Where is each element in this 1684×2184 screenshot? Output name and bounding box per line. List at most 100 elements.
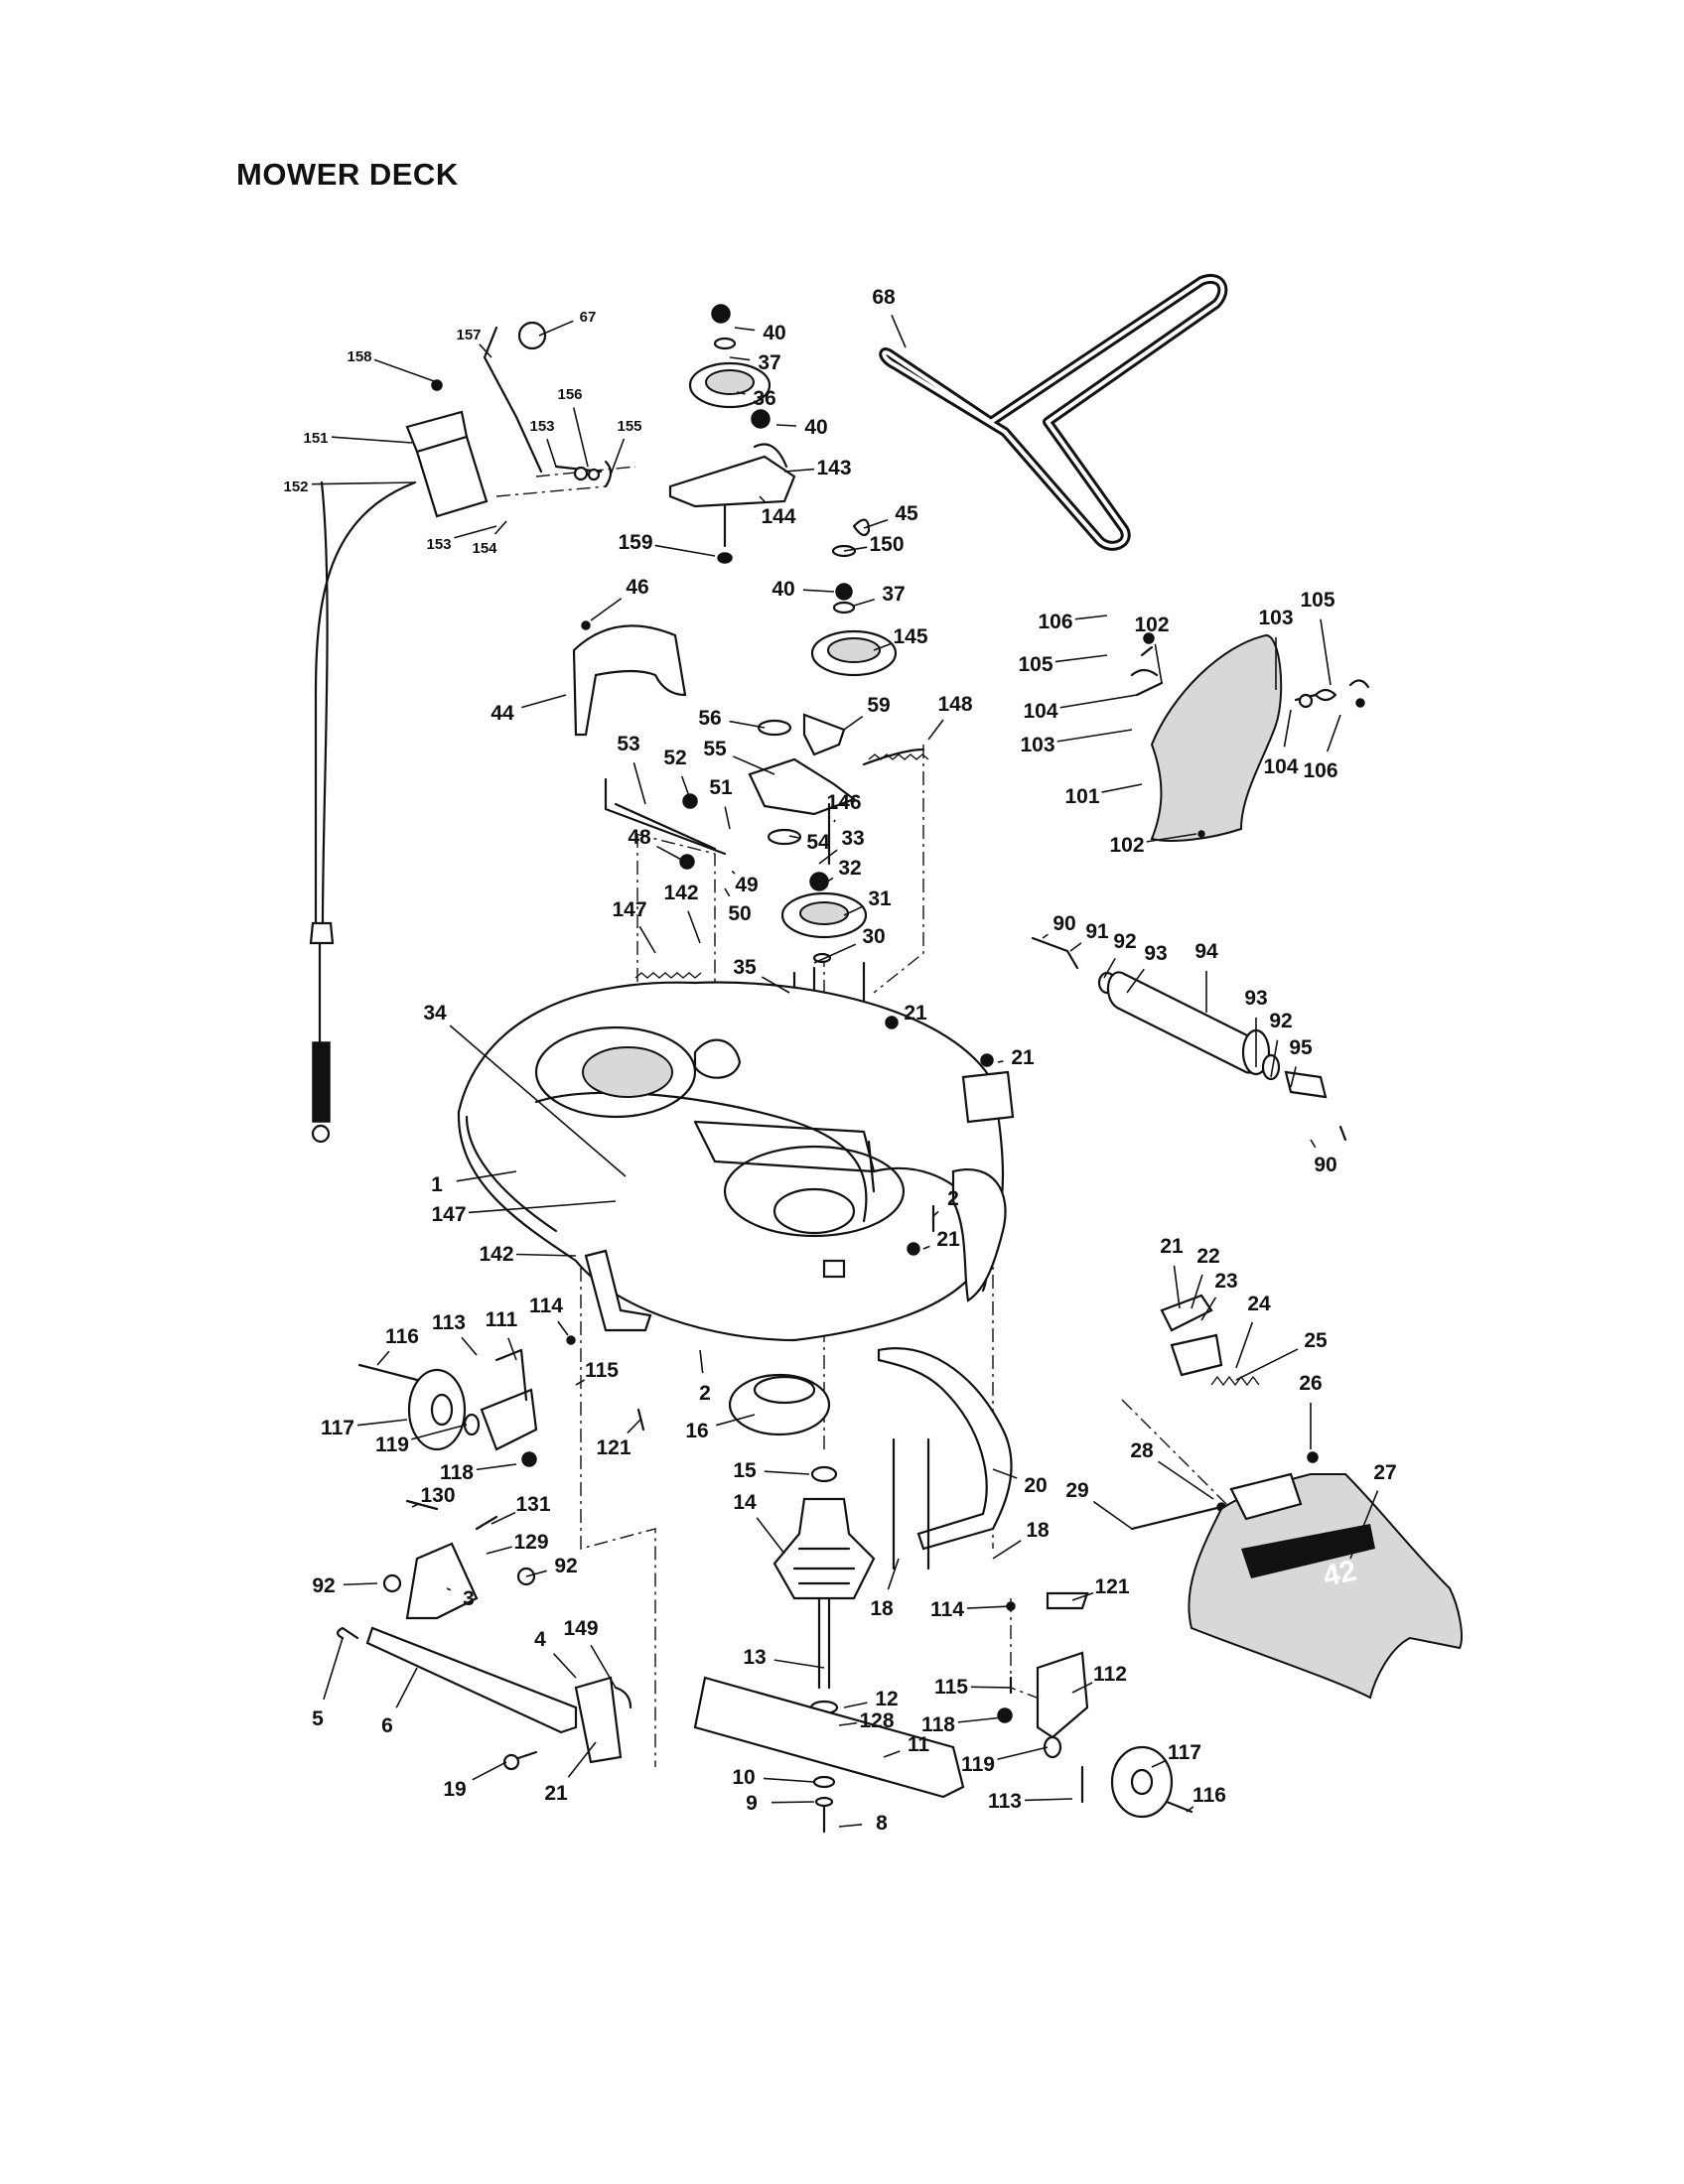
callout-label: 31: [868, 887, 892, 910]
callout-10: 10: [732, 1766, 815, 1789]
callout-113: 113: [432, 1311, 478, 1356]
callout-label: 9: [746, 1792, 758, 1815]
leader-line: [1101, 783, 1143, 793]
callout-37: 37: [853, 583, 906, 607]
callout-label: 93: [1244, 987, 1267, 1010]
callout-label: 30: [862, 925, 885, 948]
leader-line: [610, 438, 626, 476]
callout-label: 91: [1085, 920, 1109, 943]
leader-line: [997, 1746, 1049, 1761]
callout-label: 21: [904, 1002, 927, 1024]
callout-93: 93: [1244, 987, 1268, 1067]
leader-line: [1290, 1066, 1297, 1088]
leader-line: [656, 845, 686, 863]
callout-label: 1: [431, 1173, 443, 1196]
leader-line: [454, 525, 497, 539]
leader-line: [1092, 1500, 1133, 1530]
leader-line: [1074, 614, 1108, 620]
anti-scalp-roller: [1031, 936, 1347, 1142]
leader-line: [724, 887, 731, 897]
callout-92: 92: [1103, 930, 1137, 979]
leader-line: [813, 943, 857, 964]
callout-102: 102: [1134, 614, 1170, 684]
callout-4: 4: [534, 1628, 577, 1679]
leader-line: [1235, 1321, 1254, 1369]
leader-line: [733, 755, 775, 775]
callout-label: 92: [1269, 1010, 1292, 1032]
callout-24: 24: [1235, 1293, 1271, 1369]
callout-6: 6: [381, 1667, 418, 1737]
callout-106: 106: [1038, 611, 1108, 633]
leader-line: [1349, 1490, 1379, 1560]
callout-label: 18: [870, 1597, 894, 1620]
leader-line: [756, 1517, 785, 1555]
callout-label: 104: [1263, 755, 1298, 778]
callout-label: 67: [580, 309, 597, 326]
callout-105: 105: [1300, 589, 1335, 686]
leader-line: [1310, 1139, 1317, 1149]
callout-113: 113: [988, 1790, 1073, 1813]
callout-label: 152: [283, 478, 308, 495]
leader-line: [887, 1558, 900, 1590]
control-cable: [309, 480, 417, 1144]
callout-label: 130: [420, 1484, 455, 1507]
callout-label: 113: [432, 1311, 466, 1334]
callout-label: 95: [1289, 1036, 1313, 1059]
leader-line: [731, 870, 736, 875]
callout-label: 2: [699, 1382, 711, 1405]
callout-label: 35: [733, 956, 757, 979]
callout-21: 21: [893, 1002, 927, 1024]
callout-40: 40: [734, 322, 786, 344]
callout-label: 153: [426, 536, 451, 553]
callout-label: 111: [486, 1308, 518, 1331]
callout-23: 23: [1200, 1270, 1238, 1321]
leader-line: [590, 1644, 617, 1689]
callout-label: 128: [859, 1709, 894, 1732]
callout-label: 16: [685, 1420, 708, 1442]
leader-line: [680, 775, 691, 800]
callout-129: 129: [486, 1531, 549, 1555]
callout-label: 119: [375, 1433, 409, 1456]
leader-line: [411, 1424, 468, 1440]
leader-line: [632, 762, 646, 805]
callout-label: 116: [1193, 1784, 1226, 1807]
leader-line: [493, 520, 507, 535]
callout-146: 146: [826, 791, 862, 823]
leader-line: [843, 715, 864, 731]
callout-label: 22: [1196, 1245, 1219, 1268]
leader-line: [449, 1024, 627, 1177]
callout-label: 112: [1093, 1663, 1127, 1686]
leader-line: [699, 1349, 704, 1374]
callout-104: 104: [1263, 709, 1299, 778]
leader-line: [1200, 1297, 1217, 1321]
callout-21: 21: [997, 1046, 1035, 1069]
callout-59: 59: [843, 694, 891, 731]
callout-label: 59: [867, 694, 890, 717]
leader-line: [1326, 714, 1341, 752]
callout-31: 31: [843, 887, 892, 916]
leader-line: [932, 1210, 939, 1217]
callout-label: 40: [763, 322, 785, 344]
callout-label: 116: [385, 1325, 419, 1348]
callout-label: 154: [472, 540, 497, 557]
leader-line: [525, 1570, 547, 1577]
leader-line: [833, 819, 836, 823]
leader-line: [472, 1761, 507, 1781]
callout-32: 32: [823, 857, 862, 885]
callout-label: 68: [872, 286, 896, 309]
blade-spindle: [693, 1373, 965, 1834]
callout-3: 3: [446, 1587, 475, 1610]
callout-92: 92: [525, 1555, 578, 1577]
leader-line: [654, 544, 716, 557]
callout-92: 92: [1269, 1010, 1293, 1078]
callout-label: 11: [908, 1733, 930, 1756]
callout-label: 157: [456, 327, 481, 343]
callout-label: 121: [596, 1436, 631, 1459]
callout-48: 48: [628, 826, 686, 863]
callout-33: 33: [818, 827, 865, 865]
callout-90: 90: [1310, 1139, 1337, 1176]
callout-label: 36: [753, 387, 775, 410]
callout-116: 116: [376, 1325, 419, 1366]
callout-label: 6: [381, 1714, 393, 1737]
